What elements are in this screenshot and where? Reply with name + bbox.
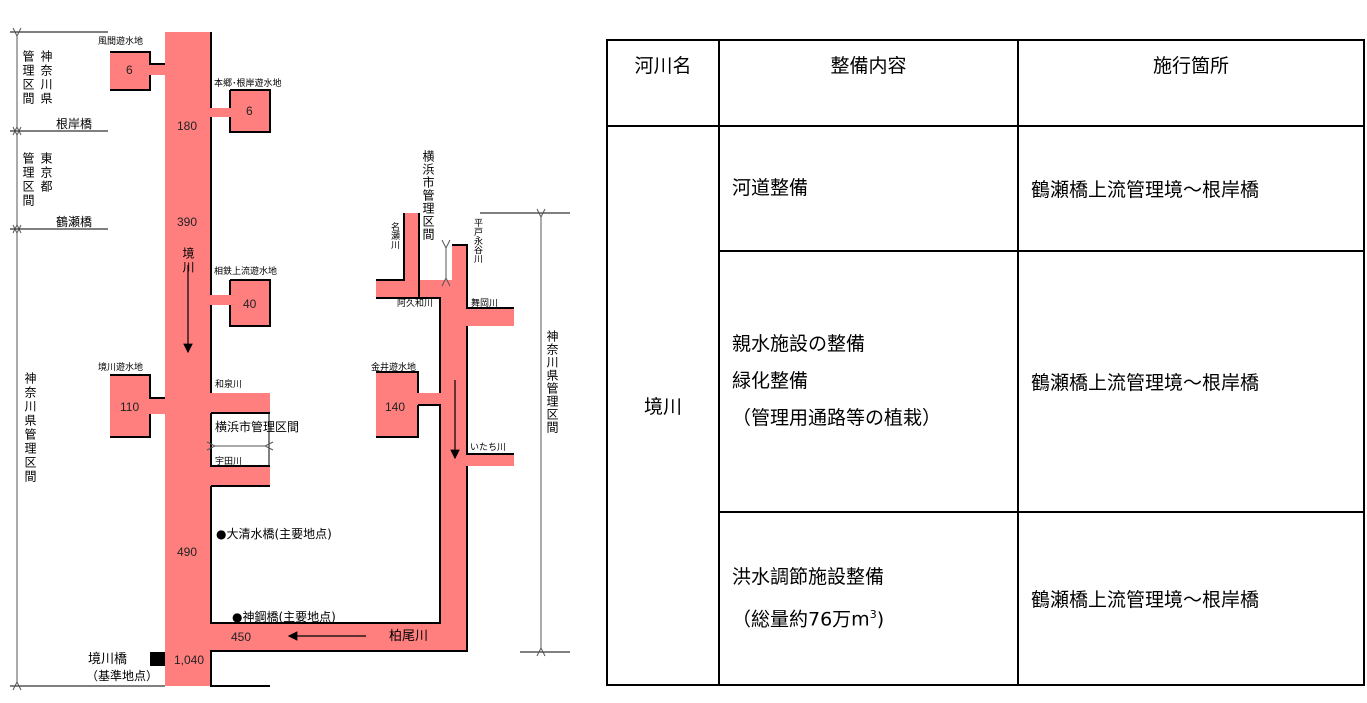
section-label-kanagawa-top: 神奈川県 bbox=[39, 50, 53, 106]
basin-label: 境川遊水地 bbox=[98, 363, 144, 373]
izumi-river bbox=[211, 393, 270, 413]
basin-value: 40 bbox=[243, 297, 257, 311]
bridge-tsuruse: 鶴瀬橋 bbox=[56, 215, 93, 229]
basin-label: 金井遊水地 bbox=[371, 363, 417, 373]
river-label-sakai: 境川 bbox=[181, 247, 195, 275]
river-label-nase: 名瀬川 bbox=[389, 222, 399, 249]
sotetsu-basin bbox=[230, 280, 270, 326]
itachi-river bbox=[467, 454, 514, 466]
right-section-label: 神奈川県管理区間 bbox=[545, 330, 559, 434]
table-header-row: 河川名 整備内容 施行箇所 bbox=[606, 39, 1365, 127]
section-label-tokyo-2: 管理区間 bbox=[21, 152, 35, 208]
sakaigawa-main-channel bbox=[165, 32, 211, 686]
sakaigawa-basin bbox=[110, 375, 150, 437]
kanai-basin bbox=[376, 372, 418, 437]
section-label-kanagawa-top-2: 管理区間 bbox=[21, 50, 35, 106]
basin-label: 相鉄上流遊水地 bbox=[214, 267, 278, 277]
flow-value: 490 bbox=[177, 545, 198, 559]
maioka-river bbox=[467, 308, 514, 326]
table-row: 親水施設の整備 緑化整備 （管理用通路等の植栽） 鶴瀬橋上流管理境～根岸橋 bbox=[607, 250, 1365, 513]
table-row: 境川 河道整備 鶴瀬橋上流管理境～根岸橋 bbox=[606, 125, 1365, 686]
basin-value: 140 bbox=[385, 400, 406, 414]
flow-value: 180 bbox=[177, 119, 198, 133]
superscript: 3 bbox=[869, 607, 877, 621]
volume-text: （総量約76万m bbox=[732, 608, 870, 631]
content-line: （管理用通路等の植栽） bbox=[732, 407, 942, 429]
content-cell: 河道整備 bbox=[718, 125, 1019, 252]
content-cell: 親水施設の整備 緑化整備 （管理用通路等の植栽） bbox=[718, 250, 1019, 513]
bridge-sakaigawa: 境川橋 bbox=[88, 652, 128, 667]
river-label-itachi: いたち川 bbox=[470, 443, 507, 453]
content-line: 親水施設の整備 bbox=[732, 333, 866, 355]
content-line: 洪水調節施設整備 bbox=[732, 565, 885, 588]
yokohama-section-label: 横浜市管理区間 bbox=[215, 420, 300, 434]
section-label-tokyo: 東京都 bbox=[39, 152, 53, 194]
basin-value: 6 bbox=[126, 63, 133, 77]
kashio-river bbox=[211, 623, 467, 651]
location-cell: 鶴瀬橋上流管理境～根岸橋 bbox=[1017, 125, 1365, 252]
basin-value: 6 bbox=[246, 104, 253, 118]
flow-value: 390 bbox=[177, 215, 198, 229]
bridge-negishi: 根岸橋 bbox=[56, 117, 93, 131]
yokohama-section-vertical: 横浜市管理区間 bbox=[421, 150, 435, 241]
content-cell: 洪水調節施設整備 （総量約76万m3) bbox=[718, 511, 1019, 686]
header-content: 整備内容 bbox=[718, 39, 1019, 127]
location-cell: 鶴瀬橋上流管理境～根岸橋 bbox=[1017, 250, 1365, 513]
section-label-kanagawa-lower: 神奈川県管理区間 bbox=[23, 372, 37, 484]
table-row: 洪水調節施設整備 （総量約76万m3) 鶴瀬橋上流管理境～根岸橋 bbox=[607, 511, 1365, 686]
header-river-name: 河川名 bbox=[606, 39, 720, 127]
content-line: 河道整備 bbox=[732, 177, 809, 199]
river-label-kashio: 柏尾川 bbox=[389, 629, 429, 644]
content-line: （総量約76万m3) bbox=[732, 596, 1005, 638]
reference-point-marker bbox=[150, 652, 165, 666]
hirado-river bbox=[452, 245, 467, 308]
river-label-izumi: 和泉川 bbox=[215, 380, 243, 390]
flow-value: 450 bbox=[231, 630, 252, 644]
uda-river bbox=[211, 466, 270, 486]
closing-paren: ) bbox=[876, 608, 885, 631]
content-line: 緑化整備 bbox=[732, 370, 809, 392]
river-label-akuwa: 阿久和川 bbox=[397, 299, 434, 309]
header-location: 施行箇所 bbox=[1017, 39, 1365, 127]
river-label-hirado: 平戸永谷川 bbox=[472, 218, 482, 263]
flow-value: 1,040 bbox=[174, 653, 205, 667]
kazama-basin bbox=[110, 52, 150, 90]
hongo-negishi-basin bbox=[230, 90, 270, 132]
basin-label: 風間遊水地 bbox=[98, 37, 144, 47]
improvement-table: 河川名 整備内容 施行箇所 境川 河道整備 鶴瀬橋上流管理境～根岸橋 親水施設の… bbox=[606, 39, 1365, 686]
section-arrows bbox=[17, 36, 541, 682]
nase-river bbox=[404, 213, 419, 280]
river-label-uda: 宇田川 bbox=[215, 457, 243, 467]
main-point-oshimizu: ●大清水橋(主要地点) bbox=[216, 527, 332, 541]
basin-value: 110 bbox=[120, 400, 140, 414]
river-channels bbox=[10, 0, 570, 703]
basin-label: 本郷･根岸遊水地 bbox=[214, 79, 282, 89]
main-point-shinko: ●神鋼橋(主要地点) bbox=[232, 610, 336, 624]
river-label-maioka: 舞岡川 bbox=[471, 299, 499, 309]
river-name-cell: 境川 bbox=[606, 125, 720, 686]
location-cell: 鶴瀬橋上流管理境～根岸橋 bbox=[1017, 511, 1365, 686]
reference-point-note: （基準地点） bbox=[86, 669, 159, 683]
river-schematic-diagram: 神奈川県 管理区間 東京都 管理区間 神奈川県管理区間 根岸橋 鶴瀬橋 境川橋 … bbox=[0, 0, 600, 703]
